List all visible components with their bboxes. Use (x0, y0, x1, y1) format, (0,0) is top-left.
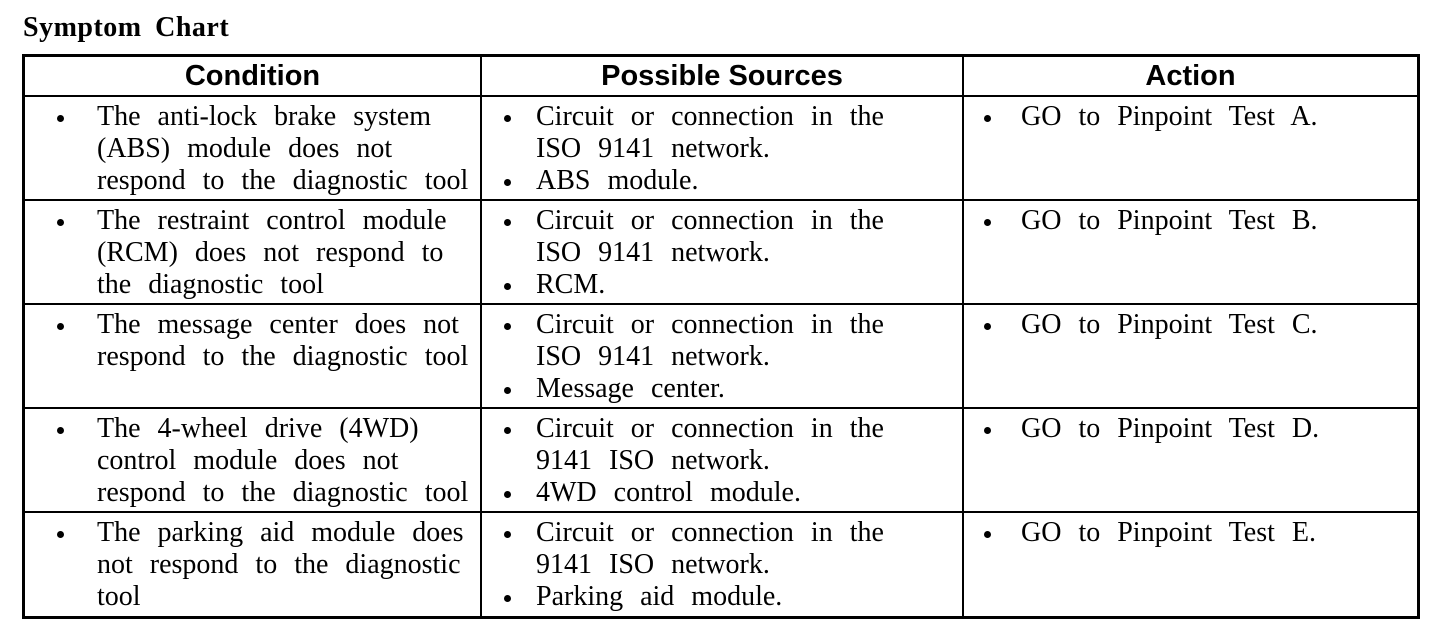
table-row: The 4-wheel drive (4WD) control module d… (25, 407, 1417, 511)
sources-cell: Circuit or connection in the 9141 ISO ne… (480, 513, 962, 616)
condition-cell: The restraint control module (RCM) does … (25, 201, 480, 303)
source-text: ABS module. (536, 165, 699, 196)
condition-cell: The 4-wheel drive (4WD) control module d… (25, 409, 480, 511)
bullet-icon (57, 101, 97, 122)
bullet-icon (984, 101, 1021, 122)
condition-cell: The message center does not respond to t… (25, 305, 480, 407)
bullet-item: RCM. (482, 269, 962, 301)
bullet-item: The anti-lock brake system (ABS) module … (25, 101, 480, 197)
table-header-row: Condition Possible Sources Action (25, 57, 1417, 95)
bullet-item: GO to Pinpoint Test B. (964, 205, 1417, 237)
bullet-item: GO to Pinpoint Test D. (964, 413, 1417, 445)
condition-text: The 4-wheel drive (4WD) control module d… (97, 413, 469, 508)
document-page: Symptom Chart Condition Possible Sources… (0, 12, 1456, 638)
bullet-icon (504, 101, 536, 122)
action-text: GO to Pinpoint Test B. (1021, 205, 1318, 236)
source-text: RCM. (536, 269, 606, 300)
bullet-icon (504, 373, 536, 394)
source-text: Circuit or connection in the 9141 ISO ne… (536, 413, 884, 476)
column-header-condition: Condition (184, 60, 321, 92)
sources-cell: Circuit or connection in the 9141 ISO ne… (480, 409, 962, 511)
condition-text: The message center does not respond to t… (97, 309, 469, 372)
bullet-item: Circuit or connection in the 9141 ISO ne… (482, 413, 962, 477)
table-row: The restraint control module (RCM) does … (25, 199, 1417, 303)
source-text: Message center. (536, 373, 725, 404)
bullet-icon (984, 413, 1021, 434)
bullet-icon (984, 517, 1021, 538)
action-cell: GO to Pinpoint Test B. (962, 201, 1417, 303)
bullet-icon (504, 413, 536, 434)
bullet-item: The message center does not respond to t… (25, 309, 480, 373)
bullet-item: Parking aid module. (482, 581, 962, 613)
bullet-icon (504, 205, 536, 226)
condition-text: The restraint control module (RCM) does … (97, 205, 447, 300)
action-text: GO to Pinpoint Test A. (1021, 101, 1318, 132)
table-row: The anti-lock brake system (ABS) module … (25, 95, 1417, 199)
bullet-item: GO to Pinpoint Test C. (964, 309, 1417, 341)
bullet-icon (57, 309, 97, 330)
bullet-item: 4WD control module. (482, 477, 962, 509)
action-text: GO to Pinpoint Test D. (1021, 413, 1320, 444)
bullet-item: The restraint control module (RCM) does … (25, 205, 480, 301)
source-text: 4WD control module. (536, 477, 801, 508)
condition-cell: The parking aid module does not respond … (25, 513, 480, 616)
bullet-item: Message center. (482, 373, 962, 405)
sources-cell: Circuit or connection in the ISO 9141 ne… (480, 305, 962, 407)
bullet-icon (504, 309, 536, 330)
condition-text: The anti-lock brake system (ABS) module … (97, 101, 469, 196)
bullet-item: GO to Pinpoint Test A. (964, 101, 1417, 133)
action-cell: GO to Pinpoint Test D. (962, 409, 1417, 511)
bullet-icon (504, 517, 536, 538)
source-text: Circuit or connection in the ISO 9141 ne… (536, 205, 884, 268)
source-text: Circuit or connection in the 9141 ISO ne… (536, 517, 884, 580)
bullet-item: Circuit or connection in the 9141 ISO ne… (482, 517, 962, 581)
bullet-item: The 4-wheel drive (4WD) control module d… (25, 413, 480, 509)
action-cell: GO to Pinpoint Test C. (962, 305, 1417, 407)
sources-cell: Circuit or connection in the ISO 9141 ne… (480, 97, 962, 199)
bullet-item: The parking aid module does not respond … (25, 517, 480, 613)
source-text: Circuit or connection in the ISO 9141 ne… (536, 309, 884, 372)
bullet-icon (504, 477, 536, 498)
table-row: The message center does not respond to t… (25, 303, 1417, 407)
bullet-icon (504, 269, 536, 290)
bullet-icon (984, 205, 1021, 226)
bullet-icon (57, 517, 97, 538)
action-cell: GO to Pinpoint Test E. (962, 513, 1417, 616)
action-text: GO to Pinpoint Test E. (1021, 517, 1316, 548)
bullet-item: Circuit or connection in the ISO 9141 ne… (482, 101, 962, 165)
column-header-possible-sources: Possible Sources (480, 57, 962, 95)
column-header-action: Action (962, 57, 1417, 95)
condition-text: The parking aid module does not respond … (97, 517, 464, 612)
bullet-item: GO to Pinpoint Test E. (964, 517, 1417, 549)
source-text: Circuit or connection in the ISO 9141 ne… (536, 101, 884, 164)
bullet-icon (504, 165, 536, 186)
symptom-table: Condition Possible Sources Action The an… (22, 54, 1420, 619)
bullet-icon (504, 581, 536, 602)
condition-cell: The anti-lock brake system (ABS) module … (25, 97, 480, 199)
bullet-item: Circuit or connection in the ISO 9141 ne… (482, 309, 962, 373)
bullet-icon (57, 413, 97, 434)
bullet-icon (984, 309, 1021, 330)
action-cell: GO to Pinpoint Test A. (962, 97, 1417, 199)
bullet-item: ABS module. (482, 165, 962, 197)
page-title: Symptom Chart (23, 12, 230, 43)
action-text: GO to Pinpoint Test C. (1021, 309, 1318, 340)
source-text: Parking aid module. (536, 581, 783, 612)
bullet-icon (57, 205, 97, 226)
bullet-item: Circuit or connection in the ISO 9141 ne… (482, 205, 962, 269)
table-row: The parking aid module does not respond … (25, 511, 1417, 616)
sources-cell: Circuit or connection in the ISO 9141 ne… (480, 201, 962, 303)
